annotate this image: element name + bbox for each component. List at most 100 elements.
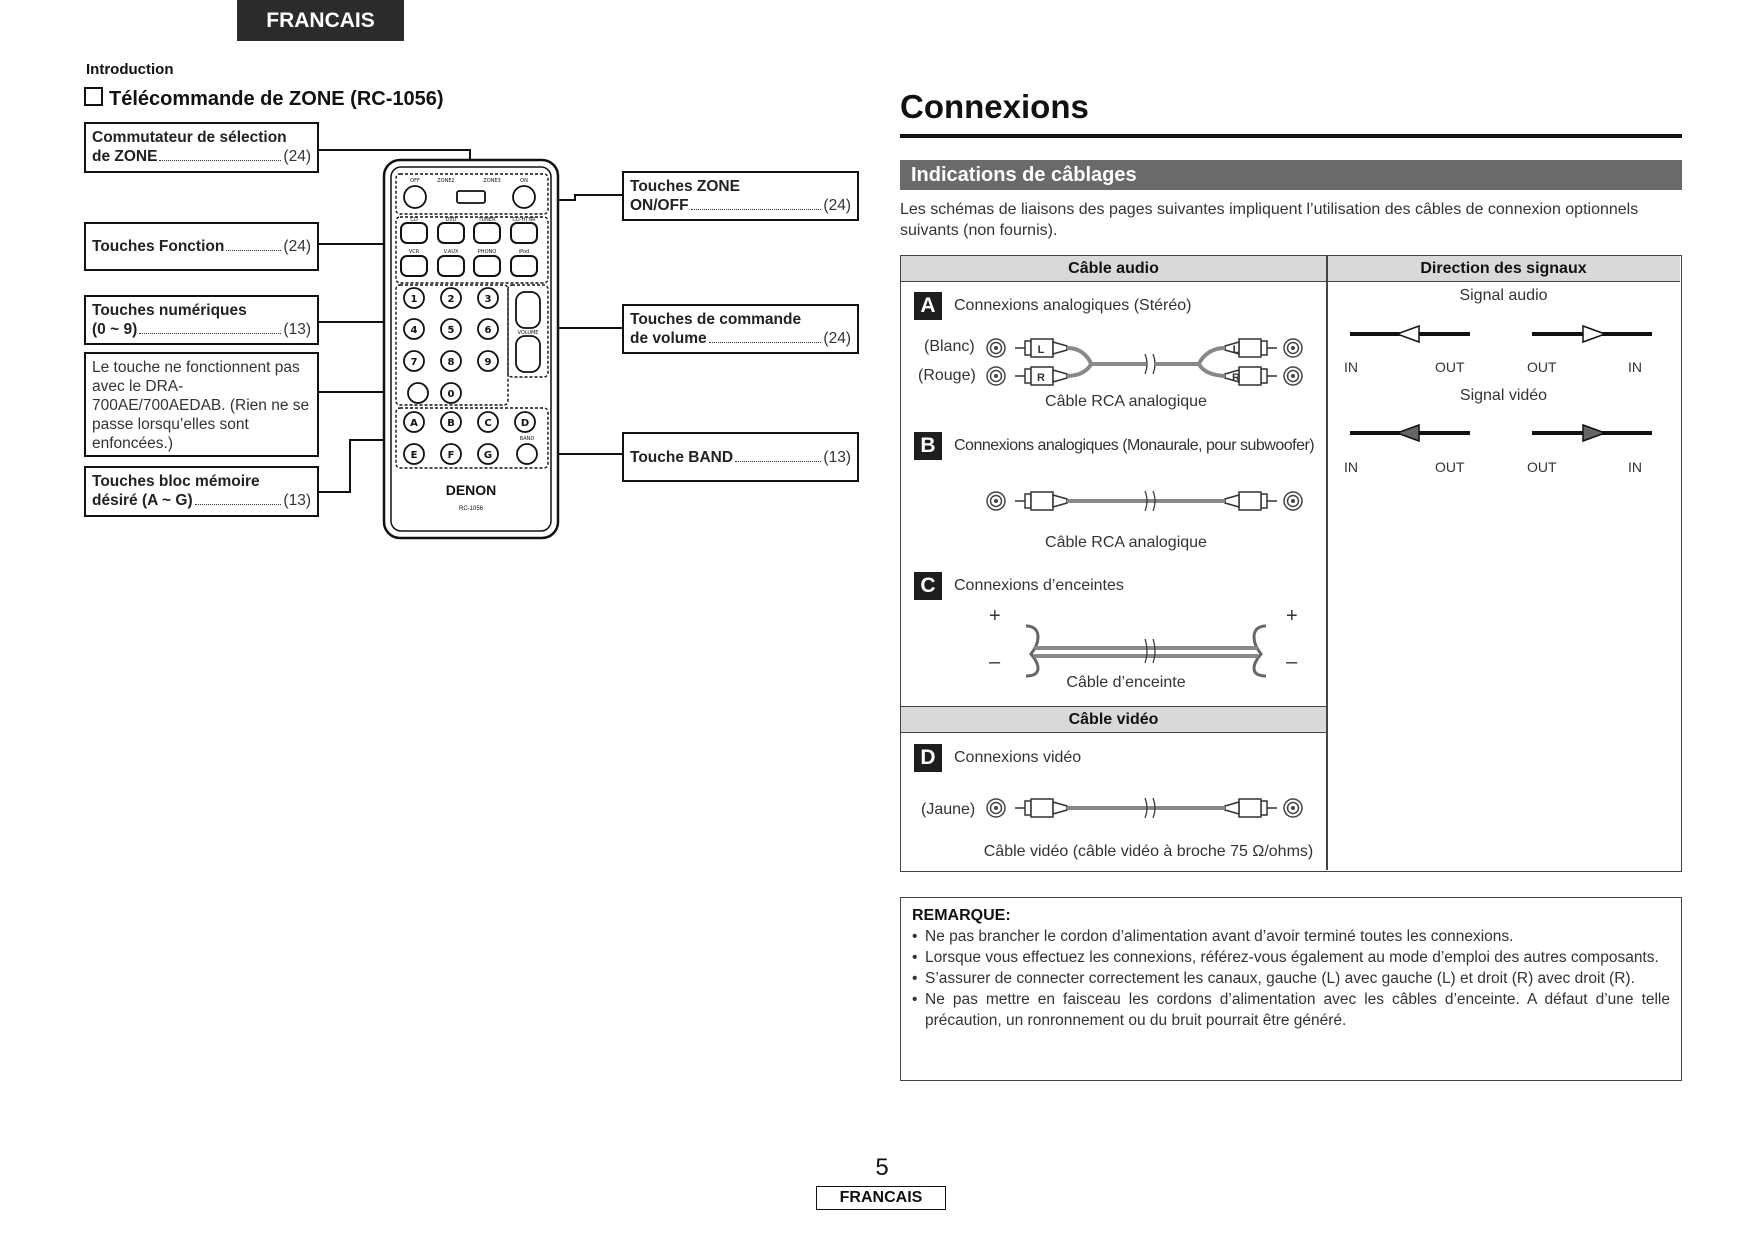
svg-text:R: R bbox=[1037, 372, 1045, 384]
callout-numeric-keys: Touches numériques (0 ~ 9)(13) bbox=[84, 295, 319, 345]
leader-line-memory bbox=[318, 439, 402, 493]
minus-right: – bbox=[1286, 651, 1298, 673]
stereo-rca-cable: L R L R bbox=[986, 338, 1303, 386]
remark-box: REMARQUE: Ne pas brancher le cordon d’al… bbox=[900, 897, 1682, 1081]
remark-item: Ne pas mettre en faisceau les cordons d’… bbox=[912, 989, 1670, 1031]
svg-text:1: 1 bbox=[411, 294, 418, 305]
section-c-title: Connexions d’enceintes bbox=[954, 577, 1124, 594]
callout-function-keys: Touches Fonction(24) bbox=[84, 222, 319, 271]
svg-text:9: 9 bbox=[485, 357, 492, 368]
svg-text:V.AUX: V.AUX bbox=[444, 249, 459, 255]
audio-cable-header: Câble audio bbox=[901, 256, 1327, 282]
cable-drawings: L R L R bbox=[986, 338, 1303, 819]
io-label: OUT bbox=[1435, 359, 1465, 375]
volume-down-key bbox=[515, 335, 541, 373]
cable-table: Câble audio Direction des signaux Câble … bbox=[900, 255, 1682, 872]
remark-item: Ne pas brancher le cordon d’alimentation… bbox=[912, 926, 1670, 947]
svg-text:B: B bbox=[447, 418, 455, 429]
svg-text:A: A bbox=[410, 418, 418, 429]
callout-zone-onoff: Touches ZONE ON/OFF(24) bbox=[622, 171, 859, 221]
checkbox-icon bbox=[84, 87, 103, 106]
svg-text:VCR: VCR bbox=[409, 249, 420, 255]
volume-up-key bbox=[515, 291, 541, 329]
mono-rca-cable bbox=[986, 490, 1303, 512]
io-label: IN bbox=[1628, 459, 1642, 475]
on-button bbox=[512, 185, 536, 209]
on-label: ON bbox=[520, 178, 528, 184]
plus-right: + bbox=[1286, 605, 1298, 627]
unsupported-key bbox=[407, 382, 429, 404]
svg-text:5: 5 bbox=[448, 325, 455, 336]
remote-title: Télécommande de ZONE (RC-1056) bbox=[84, 87, 444, 111]
svg-text:VOLUME: VOLUME bbox=[518, 330, 539, 336]
svg-text:6: 6 bbox=[485, 325, 492, 336]
callout-memory-block: Touches bloc mémoire désiré (A ~ G)(13) bbox=[84, 466, 319, 517]
io-label: IN bbox=[1628, 359, 1642, 375]
section-d-title: Connexions vidéo bbox=[954, 749, 1082, 766]
function-key bbox=[510, 255, 538, 277]
svg-text:4: 4 bbox=[411, 325, 418, 336]
model-label: RC-1056 bbox=[459, 506, 484, 512]
section-a-caption: Câble RCA analogique bbox=[1045, 393, 1207, 410]
remark-item: Lorsque vous effectuez les connexions, r… bbox=[912, 947, 1670, 968]
callout-band: Touche BAND(13) bbox=[622, 432, 859, 482]
callout-zone-selector: Commutateur de sélection de ZONE(24) bbox=[84, 122, 319, 173]
svg-text:L: L bbox=[1233, 344, 1240, 356]
io-label: IN bbox=[1344, 359, 1358, 375]
off-label: OFF bbox=[410, 178, 420, 184]
svg-text:8: 8 bbox=[448, 357, 455, 368]
svg-text:L: L bbox=[1038, 344, 1045, 356]
subsection-title: Indications de câblages bbox=[900, 160, 1682, 190]
remark-item: S’assurer de connecter correctement les … bbox=[912, 968, 1670, 989]
svg-text:G: G bbox=[484, 450, 492, 461]
svg-text:TUNER: TUNER bbox=[477, 217, 496, 223]
title-rule bbox=[900, 134, 1682, 138]
svg-text:iPod: iPod bbox=[519, 249, 529, 255]
function-key bbox=[400, 222, 428, 244]
svg-text:DVD: DVD bbox=[445, 217, 456, 223]
svg-text:3: 3 bbox=[485, 294, 492, 305]
letter-d: D bbox=[914, 744, 942, 772]
audio-signal-label: Signal audio bbox=[1459, 287, 1548, 304]
section-b-title: Connexions analogiques (Monaurale, pour … bbox=[954, 437, 1315, 454]
svg-text:7: 7 bbox=[411, 357, 418, 368]
letter-c: C bbox=[914, 572, 942, 600]
video-cable bbox=[986, 797, 1303, 819]
function-key bbox=[510, 222, 538, 244]
section-b-caption: Câble RCA analogique bbox=[1045, 534, 1207, 551]
page-title: Connexions bbox=[900, 88, 1089, 125]
svg-text:R: R bbox=[1232, 372, 1240, 384]
audio-arrow-right bbox=[1582, 324, 1608, 344]
minus-left: – bbox=[989, 651, 1001, 673]
svg-text:E: E bbox=[411, 450, 418, 461]
footer-language-tab: FRANCAIS bbox=[816, 1186, 946, 1210]
letter-b: B bbox=[914, 432, 942, 460]
function-key bbox=[437, 222, 465, 244]
band-key bbox=[516, 443, 538, 465]
remote-diagram: OFF ZONE2 ZONE3 ON CD DVD TUNER CD-HTNR … bbox=[318, 149, 622, 540]
zone-switch bbox=[456, 190, 486, 204]
io-label: OUT bbox=[1527, 459, 1557, 475]
function-key bbox=[473, 222, 501, 244]
svg-text:C: C bbox=[484, 418, 491, 429]
callout-volume: Touches de commande de volume(24) bbox=[622, 304, 859, 354]
function-key bbox=[400, 255, 428, 277]
io-label: OUT bbox=[1527, 359, 1557, 375]
video-signal-label: Signal vidéo bbox=[1459, 387, 1548, 404]
off-button bbox=[403, 185, 427, 209]
letter-a: A bbox=[914, 292, 942, 320]
svg-text:CD: CD bbox=[410, 217, 417, 223]
svg-text:2: 2 bbox=[448, 294, 455, 305]
red-label: (Rouge) bbox=[918, 367, 976, 384]
io-label: OUT bbox=[1435, 459, 1465, 475]
direction-header: Direction des signaux bbox=[1327, 256, 1680, 282]
brand-logo: DENON bbox=[446, 482, 497, 498]
plus-left: + bbox=[989, 605, 1001, 627]
video-arrow-right bbox=[1582, 423, 1608, 443]
language-tab: FRANCAIS bbox=[237, 0, 404, 41]
zone2-label: ZONE2 bbox=[437, 178, 454, 184]
video-cable-header: Câble vidéo bbox=[901, 706, 1326, 733]
svg-text:D: D bbox=[521, 418, 529, 429]
signal-direction-arrows bbox=[1350, 324, 1652, 443]
svg-text:PHONO: PHONO bbox=[478, 249, 496, 255]
